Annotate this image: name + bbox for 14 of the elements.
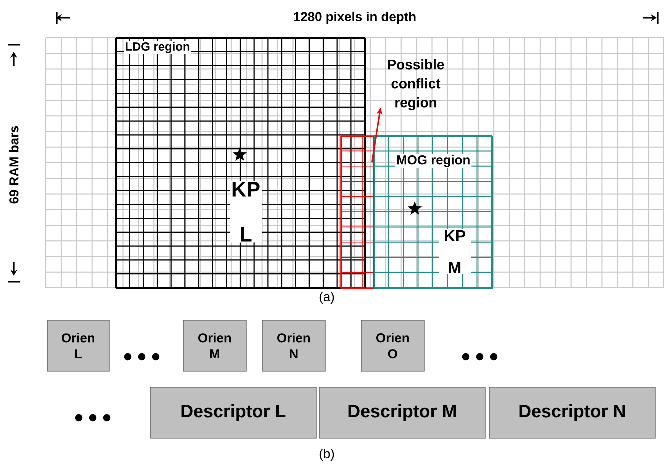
callout-text: Possible conflict region [388, 59, 444, 111]
keypoint-label: KP M [439, 230, 471, 274]
panel-caption: (b) [320, 448, 334, 462]
orientation-box: Orien M [183, 320, 247, 372]
dimension-label: 1280 pixels in depth [292, 10, 418, 26]
keypoint-label: KP L [230, 181, 262, 243]
descriptor-box: Descriptor N [489, 387, 656, 439]
descriptor-box: Descriptor M [319, 387, 486, 439]
orientation-box: Orien N [262, 320, 326, 372]
orientation-box: Orien O [361, 320, 425, 372]
dimension-label: 69 RAM bars [8, 124, 20, 206]
panel-caption: (a) [320, 292, 334, 304]
orientation-box: Orien L [47, 320, 110, 372]
descriptor-box: Descriptor L [150, 387, 317, 439]
